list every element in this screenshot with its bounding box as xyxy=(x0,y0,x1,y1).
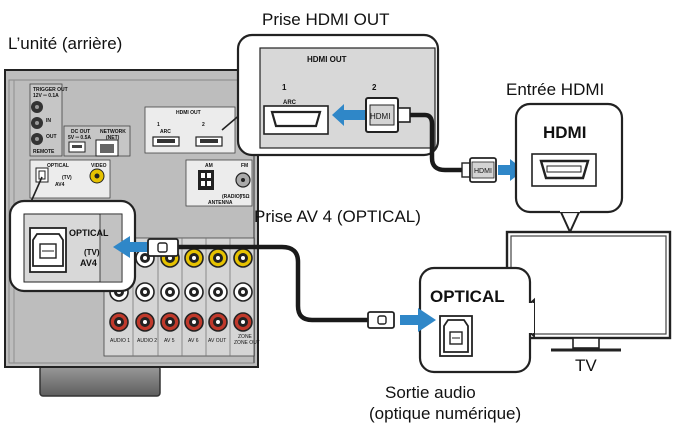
audio2-label: AUDIO 2 xyxy=(137,338,157,344)
hdmi-input-title: Entrée HDMI xyxy=(506,80,604,99)
receiver-av4-label: AV4 xyxy=(55,182,65,188)
optical-cable-plug-tv xyxy=(367,311,395,329)
hdmi-port1-arc: ARC xyxy=(283,100,297,106)
zone-out-label: ZONE OUT xyxy=(234,340,260,346)
am-label: AM xyxy=(205,163,213,169)
tv-hdmi-arrow xyxy=(498,159,524,181)
av-out-label: AV OUT xyxy=(208,338,226,344)
hdmi-out-callout: HDMI OUT 1 ARC 2 HDMI xyxy=(221,33,440,157)
optical-zoom-label: OPTICAL xyxy=(69,228,109,238)
receiver-video-label: VIDEO xyxy=(91,163,107,169)
hdmi-port2-number: 2 xyxy=(372,83,377,92)
hdmi-cable-plug: HDMI xyxy=(461,157,497,183)
rca-jack-grid: AUDIO 1 AUDIO 2 AV 5 AV 6 AV OUT ZONE ZO… xyxy=(103,237,260,357)
tv-hdmi-input-box: HDMI xyxy=(514,102,624,235)
optical-cable-plug-receiver xyxy=(147,238,179,257)
optical-zoom-av4-tag: AV4 xyxy=(80,258,97,268)
receiver-foot xyxy=(39,365,161,397)
av6-label: AV 6 xyxy=(188,338,199,344)
receiver-hdmi-port1-label: 1 xyxy=(157,122,160,128)
receiver-arc-label: ARC xyxy=(160,129,171,135)
zone-label: ZONE xyxy=(238,334,253,340)
receiver-optical-label: OPTICAL xyxy=(47,163,69,169)
hdmi-out-zoom-title: HDMI OUT xyxy=(307,55,347,64)
audio1-label: AUDIO 1 xyxy=(110,338,130,344)
remote-out-label: OUT xyxy=(46,134,57,140)
hdmi-plug-label: HDMI xyxy=(370,112,390,121)
audio-out-line1: Sortie audio xyxy=(385,383,476,402)
remote-in-label: IN xyxy=(46,118,51,124)
am-terminal xyxy=(198,170,214,190)
hdmi-cable xyxy=(410,112,472,173)
dc-out-label: DC OUT xyxy=(71,129,90,135)
receiver-optical-arrow xyxy=(113,236,148,258)
tv-label: TV xyxy=(575,356,597,375)
remote-label: REMOTE xyxy=(33,149,55,155)
tv-optical-output-box: OPTICAL xyxy=(418,266,535,374)
av4-optical-title: Prise AV 4 (OPTICAL) xyxy=(254,207,421,226)
tv-optical-title: OPTICAL xyxy=(430,287,505,306)
network-label: NETWORK xyxy=(100,129,126,135)
unit-rear-label: L’unité (arrière) xyxy=(8,34,122,53)
hdmi-port1-number: 1 xyxy=(282,83,287,92)
audio-out-line2: (optique numérique) xyxy=(369,404,521,423)
dc-spec-label: 5V ═ 0.5A xyxy=(68,135,91,141)
antenna-label: ANTENNA xyxy=(208,200,233,206)
optical-zoom-tv-tag: (TV) xyxy=(84,248,100,257)
tv-hdmi-title: HDMI xyxy=(543,123,586,142)
receiver-hdmi-port2-label: 2 xyxy=(202,122,205,128)
fm-label: FM xyxy=(241,163,248,169)
tv-cable-hdmi-label: HDMI xyxy=(474,168,492,175)
optical-cable xyxy=(178,244,368,323)
radio-label: (RADIO) xyxy=(222,194,242,200)
trigger-out-label: TRIGGER OUT xyxy=(33,87,68,93)
hdmi-out-arrow xyxy=(332,104,366,126)
tv-optical-arrow xyxy=(400,308,436,332)
optical-zoom-callout: OPTICAL (TV) AV4 xyxy=(8,176,137,293)
ohm-label: 75Ω xyxy=(240,194,250,200)
receiver-tv-label: (TV) xyxy=(62,175,72,181)
av5-label: AV 5 xyxy=(164,338,175,344)
net-label: (NET) xyxy=(106,135,120,141)
hdmi-out-title: Prise HDMI OUT xyxy=(262,10,390,29)
receiver-hdmi-out-label: HDMI OUT xyxy=(176,110,201,116)
trigger-spec-label: 12V ═ 0.1A xyxy=(33,93,59,99)
